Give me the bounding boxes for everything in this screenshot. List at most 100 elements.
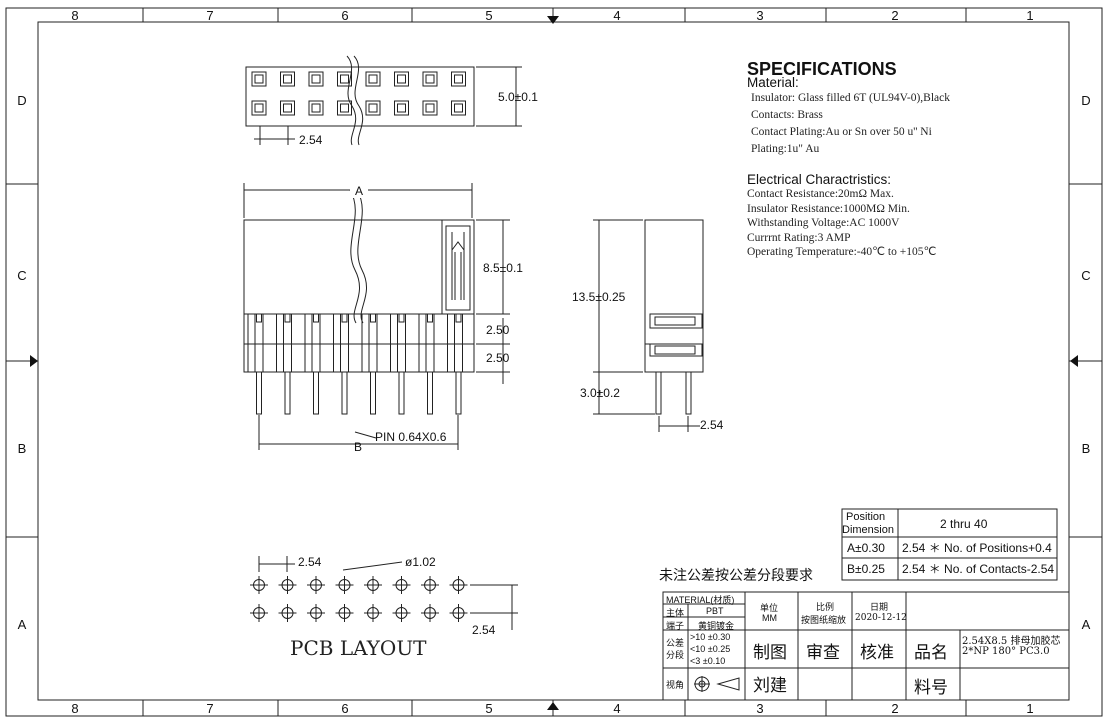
top-hole-inner xyxy=(254,74,264,84)
top-hole-inner xyxy=(311,103,321,113)
zone-bottom-1: 1 xyxy=(1026,701,1033,716)
top-hole xyxy=(394,71,409,87)
top-hole-inner xyxy=(283,103,292,113)
tb-approve: 核准 xyxy=(860,643,894,663)
specifications-block: SPECIFICATIONS Material: Insulator: Glas… xyxy=(747,60,950,260)
top-hole xyxy=(422,100,438,116)
tb-material-header: MATERIAL(材质) xyxy=(666,595,735,605)
dim-step-1: 2.50 xyxy=(486,323,510,337)
zone-right-D: D xyxy=(1081,93,1090,108)
dim-side-pitch: 2.54 xyxy=(700,418,724,432)
pos-table-header-label-2: Dimension xyxy=(842,524,894,536)
top-hole xyxy=(422,71,438,87)
top-hole xyxy=(251,100,267,116)
top-view xyxy=(245,55,522,146)
top-hole xyxy=(251,71,267,87)
outer-border xyxy=(5,7,1103,717)
front-view xyxy=(243,183,510,450)
top-hole xyxy=(337,100,352,116)
top-hole-inner xyxy=(425,74,435,84)
pin-tail xyxy=(455,371,462,415)
zone-bottom-8: 8 xyxy=(71,701,78,716)
zone-bottom-4: 4 xyxy=(613,701,620,716)
pcb-layout-title: PCB LAYOUT xyxy=(290,636,427,660)
zone-bottom-5: 5 xyxy=(485,701,492,716)
tb-terminal-value: 黄铜镀金 xyxy=(698,621,735,631)
pos-table-header-label-1: Position xyxy=(846,511,885,523)
pos-row-b-label: B±0.25 xyxy=(847,562,885,576)
top-hole-inner xyxy=(368,103,378,113)
top-hole xyxy=(394,100,409,116)
material-line: Contacts: Brass xyxy=(751,109,823,121)
zone-top-4: 4 xyxy=(613,8,620,23)
tb-tolerance-rows: >10 ±0.30 <10 ±0.25 <3 ±0.10 xyxy=(690,631,730,667)
electrical-line: Currrnt Rating:3 AMP xyxy=(747,231,851,244)
tb-name-value-2: 2*NP 180° PC3.0 xyxy=(962,646,1050,657)
collar-tab xyxy=(284,313,291,323)
collar-tab xyxy=(256,313,262,323)
tb-drafter: 刘建 xyxy=(753,676,787,696)
electrical-line: Insulator Resistance:1000MΩ Min. xyxy=(747,202,910,215)
zone-top-1: 1 xyxy=(1026,8,1033,23)
tolerance-note: 未注公差按公差分段要求 xyxy=(659,568,813,584)
collar-tab xyxy=(427,313,433,323)
pcb-hole-dia: ø1.02 xyxy=(405,555,436,569)
pin-tail xyxy=(427,371,433,415)
electrical-line: Contact Resistance:20mΩ Max. xyxy=(747,188,894,200)
electrical-line: Withstanding Voltage:AC 1000V xyxy=(747,217,900,229)
zone-bottom-7: 7 xyxy=(206,701,213,716)
electrical-line: Operating Temperature:-40℃ to +105℃ xyxy=(747,246,937,258)
top-hole xyxy=(451,100,466,116)
tb-tol-row: <10 ±0.25 xyxy=(690,644,731,654)
top-hole-inner xyxy=(254,103,264,113)
top-hole-inner xyxy=(397,74,406,84)
dim-insulator-height: 8.5±0.1 xyxy=(483,261,523,275)
top-hole-inner xyxy=(283,74,292,84)
top-hole-inner xyxy=(454,103,463,113)
centering-arrows xyxy=(30,16,1078,710)
zone-top-6: 6 xyxy=(341,8,348,23)
tb-tol-row: <3 ±0.10 xyxy=(690,656,726,666)
pin-tail xyxy=(341,371,348,415)
zone-left-D: D xyxy=(17,93,26,108)
top-hole-inner xyxy=(425,103,435,113)
zone-top-7: 7 xyxy=(206,8,213,23)
electrical-heading: Electrical Charactristics: xyxy=(747,172,892,187)
zone-bottom-6: 6 xyxy=(341,701,348,716)
top-hole xyxy=(451,71,466,87)
zone-left-C: C xyxy=(17,268,26,283)
pin-tail xyxy=(370,371,376,415)
dim-label-a: A xyxy=(355,184,363,198)
tb-name-value-1: 2.54X8.5 排母加胶芯 xyxy=(962,636,1061,647)
pin-tail xyxy=(256,371,262,415)
top-hole xyxy=(280,100,295,116)
top-hole-inner xyxy=(368,74,378,84)
tb-date-value: 2020-12-12 xyxy=(855,613,907,623)
tb-date-label: 日期 xyxy=(870,602,889,612)
top-hole xyxy=(308,100,324,116)
pcb-pitch-x: 2.54 xyxy=(298,555,322,569)
pin-tail xyxy=(284,371,291,415)
top-hole-inner xyxy=(454,74,463,84)
dim-pin: PIN 0.64X0.6 xyxy=(375,430,447,444)
zone-right-B: B xyxy=(1082,441,1091,456)
pos-row-b-value: 2.54 ＊ No. of Contacts-2.54 xyxy=(902,562,1054,576)
material-line: Contact Plating:Au or Sn over 50 u'' Ni xyxy=(751,126,932,138)
zone-right-A: A xyxy=(1082,617,1091,632)
tb-view-label: 视角 xyxy=(666,680,685,690)
position-table xyxy=(841,508,1058,581)
collar-tab xyxy=(341,313,348,323)
tb-draw: 制图 xyxy=(753,643,787,663)
zone-left-A: A xyxy=(18,617,27,632)
zone-bottom-2: 2 xyxy=(891,701,898,716)
material-line: Insulator: Glass filled 6T (UL94V-0),Bla… xyxy=(751,92,950,104)
collar-tab xyxy=(370,313,376,323)
zone-right-C: C xyxy=(1081,268,1090,283)
top-hole-inner xyxy=(340,74,349,84)
collar-tab xyxy=(455,313,462,323)
pos-row-a-label: A±0.30 xyxy=(847,541,885,555)
zone-top-3: 3 xyxy=(756,8,763,23)
tb-unit-label: 单位 xyxy=(760,603,779,613)
tb-unit-value: MM xyxy=(762,613,777,623)
